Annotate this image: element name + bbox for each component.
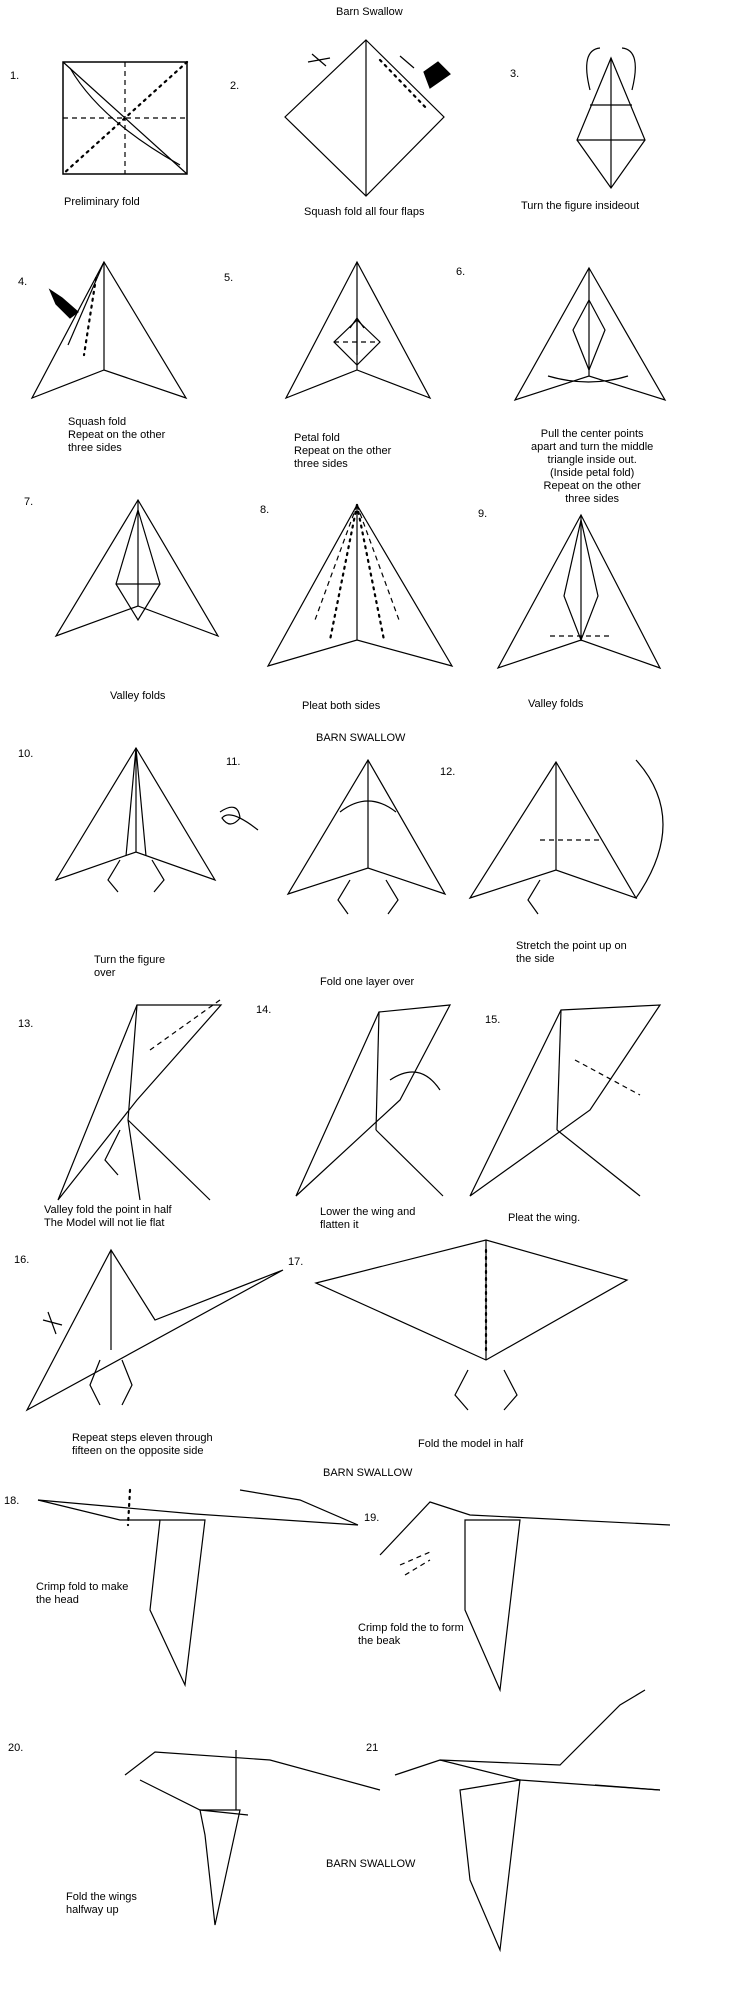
step-number: 4. [18, 276, 28, 288]
step-number: 20. [8, 1742, 24, 1754]
step-number: 12. [440, 766, 456, 778]
step-number: 15. [485, 1014, 501, 1026]
step-14-drawing [295, 1004, 452, 1197]
step-7-drawing [54, 498, 220, 638]
step-number: 17. [288, 1256, 304, 1268]
step-17-drawing [314, 1239, 629, 1411]
step-number: 7. [24, 496, 34, 508]
step-number: 11. [226, 756, 241, 768]
step-13-drawing [57, 999, 223, 1201]
step-number: 14. [256, 1004, 272, 1016]
step-8-drawing [266, 503, 454, 667]
step-number: 10. [18, 748, 34, 760]
step-caption: Pleat both sides [302, 700, 381, 712]
step-caption: Valley folds [110, 690, 166, 702]
step-number: 1. [10, 70, 20, 82]
step-caption: Stretch the point up on the side [516, 940, 627, 965]
step-20-drawing [124, 1750, 381, 1926]
step-9-drawing [496, 513, 662, 670]
step-12-drawing [468, 759, 664, 915]
step-caption: Repeat steps eleven through fifteen on t… [72, 1432, 213, 1457]
step-15-drawing [469, 1004, 662, 1197]
step-number: 16. [14, 1254, 30, 1266]
step-4-drawing [30, 260, 188, 400]
step-number: 13. [18, 1018, 34, 1030]
step-number: 5. [224, 272, 234, 284]
section-title-2: BARN SWALLOW [316, 732, 406, 744]
step-number: 18. [4, 1495, 20, 1507]
step-caption: Squash fold all four flaps [304, 206, 425, 218]
step-caption: Lower the wing and flatten it [320, 1206, 416, 1231]
step-caption: Turn the figure over [94, 954, 166, 979]
step-18-drawing [37, 1488, 359, 1688]
page-title: Barn Swallow [336, 6, 403, 18]
step-caption: Turn the figure insideout [521, 200, 640, 212]
step-number: 19. [364, 1512, 380, 1524]
step-16-drawing [25, 1248, 284, 1412]
step-caption: Valley fold the point in half The Model … [44, 1204, 172, 1229]
step-caption: Preliminary fold [64, 196, 140, 208]
step-3-drawing [576, 47, 646, 190]
step-caption: Fold one layer over [320, 976, 415, 988]
step-caption: Fold the wings halfway up [66, 1891, 137, 1916]
step-21-drawing [394, 1689, 661, 1953]
step-caption: Crimp fold to make the head [36, 1581, 129, 1606]
step-11-drawing [219, 758, 447, 915]
step-19-drawing [379, 1501, 671, 1693]
step-number: 2. [230, 80, 240, 92]
step-caption: Pleat the wing. [508, 1212, 581, 1224]
step-number: 8. [260, 504, 270, 516]
step-number: 21 [366, 1742, 379, 1754]
step-caption: Petal fold Repeat on the other three sid… [294, 432, 392, 470]
step-5-drawing [284, 260, 432, 400]
section-title-bottom: BARN SWALLOW [326, 1858, 416, 1870]
step-10-drawing [54, 746, 217, 893]
step-1-drawing [61, 60, 189, 176]
step-number: 6. [456, 266, 466, 278]
section-title-3: BARN SWALLOW [323, 1467, 413, 1479]
step-caption: Squash fold Repeat on the other three si… [68, 416, 166, 454]
step-6-drawing [513, 266, 667, 402]
step-number: 9. [478, 508, 488, 520]
step-caption: Pull the center points apart and turn th… [531, 428, 654, 505]
step-caption: Valley folds [528, 698, 584, 710]
step-2-drawing [284, 39, 451, 197]
step-number: 3. [510, 68, 520, 80]
step-caption: Fold the model in half [418, 1438, 524, 1450]
step-caption: Crimp fold the to form the beak [358, 1622, 464, 1647]
